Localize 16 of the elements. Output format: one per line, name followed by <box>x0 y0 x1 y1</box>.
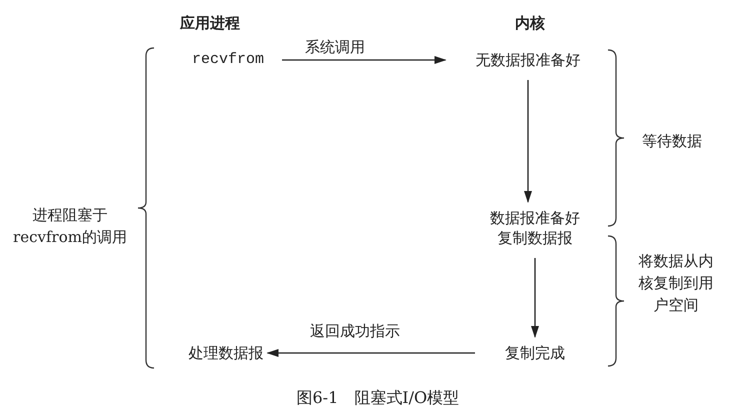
column-heading: 内核 <box>515 13 545 34</box>
brace-label: 进程阻塞于recvfrom的调用 <box>12 205 128 248</box>
brace-label: 将数据从内核复制到用户空间 <box>638 251 714 316</box>
arrow <box>266 349 475 357</box>
step-text: 数据报准备好 <box>490 208 580 228</box>
step-text: 复制数据报 <box>496 228 574 248</box>
arrow <box>524 80 532 203</box>
step-text: recvfrom <box>192 50 264 70</box>
arrow <box>531 258 539 338</box>
step-text: 复制完成 <box>505 343 565 363</box>
column-heading: 应用进程 <box>180 13 240 34</box>
brace-label: 等待数据 <box>642 131 702 152</box>
arrow <box>282 56 446 64</box>
figure-caption: 图6-1 阻塞式I/O模型 <box>296 388 460 409</box>
step-text: 无数据报准备好 <box>476 50 580 70</box>
step-text: 处理数据报 <box>188 343 264 363</box>
